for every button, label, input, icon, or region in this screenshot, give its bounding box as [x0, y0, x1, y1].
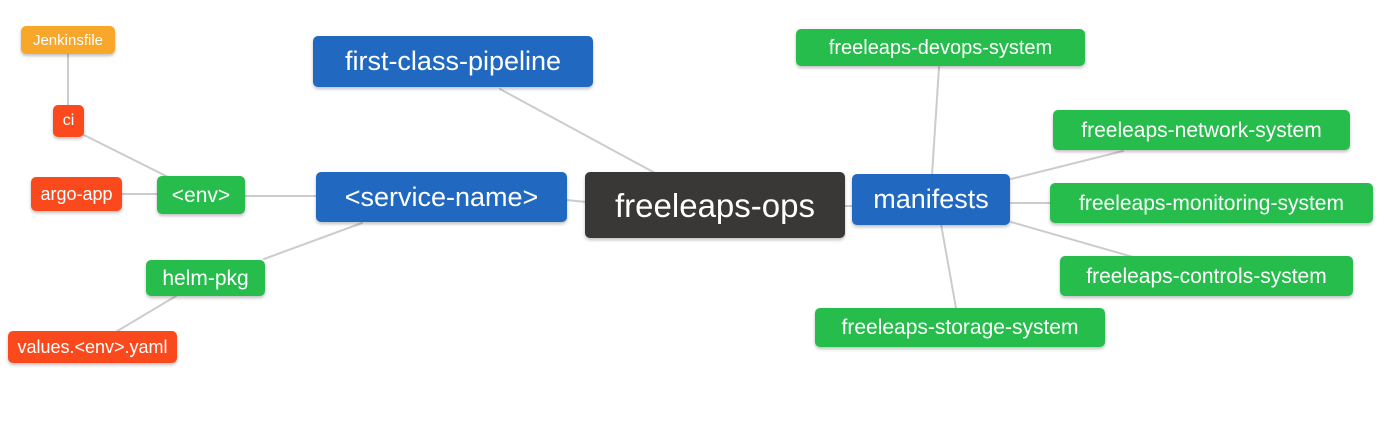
node-freeleaps-monitoring-system[interactable]: freeleaps-monitoring-system	[1050, 183, 1373, 223]
node-freeleaps-devops-system[interactable]: freeleaps-devops-system	[796, 29, 1085, 66]
edge-manifests-controls	[1010, 221, 1134, 258]
node-helm-pkg[interactable]: helm-pkg	[146, 260, 265, 296]
edge-service-name-helm-pkg	[263, 222, 363, 260]
edge-ci-env	[81, 133, 171, 179]
node-first-class-pipeline[interactable]: first-class-pipeline	[313, 36, 593, 87]
edge-manifests-devops	[931, 66, 940, 176]
node-manifests[interactable]: manifests	[852, 174, 1010, 225]
edge-manifests-storage	[940, 223, 957, 309]
node-values-env-yaml[interactable]: values.<env>.yaml	[8, 331, 177, 363]
edge-pipeline-root	[499, 88, 656, 174]
node-service-name[interactable]: <service-name>	[316, 172, 567, 222]
node-freeleaps-network-system[interactable]: freeleaps-network-system	[1053, 110, 1350, 150]
node-root-freeleaps-ops[interactable]: freeleaps-ops	[585, 172, 845, 238]
edge-manifests-network	[1010, 150, 1124, 180]
node-freeleaps-storage-system[interactable]: freeleaps-storage-system	[815, 308, 1105, 347]
node-jenkinsfile[interactable]: Jenkinsfile	[21, 26, 115, 54]
node-ci[interactable]: ci	[53, 105, 84, 137]
node-env[interactable]: <env>	[157, 176, 245, 214]
edge-service-name-root	[565, 199, 587, 203]
node-argo-app[interactable]: argo-app	[31, 177, 122, 211]
node-freeleaps-controls-system[interactable]: freeleaps-controls-system	[1060, 256, 1353, 296]
edge-helm-pkg-values	[113, 295, 177, 334]
